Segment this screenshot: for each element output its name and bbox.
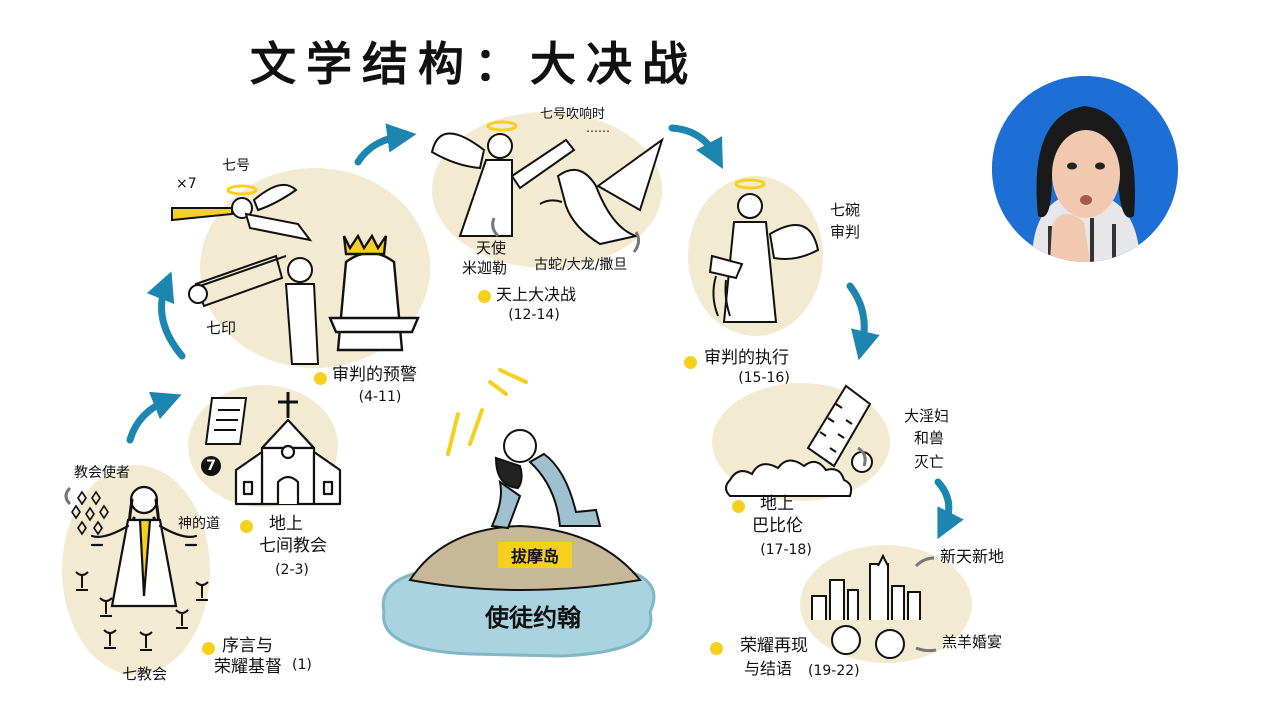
heaven-tag-angel-2: 米迦勒 [462, 259, 508, 277]
babylon-tag-2: 和兽 [914, 429, 945, 447]
arrow-heaven-to-bowls [668, 124, 723, 169]
heaven-tag-dragon: 古蛇/大龙/撒旦 [534, 257, 628, 273]
trumpet-angel [171, 183, 313, 242]
seals-tag-trumpets: 七号 [222, 158, 250, 174]
intro-tag-churches: 七教会 [122, 665, 168, 683]
new-label-2: 与结语 [744, 659, 793, 678]
presenter-face-icon [992, 76, 1178, 262]
arrow-bowls-to-babylon [846, 282, 880, 361]
bowls-tag-2: 审判 [830, 223, 861, 241]
churches-badge-text: 7 [206, 458, 216, 474]
new-tag-new: 新天新地 [940, 547, 1005, 566]
feast-bracket [915, 646, 937, 653]
churches-dot [240, 520, 253, 533]
heaven-tag-angel-1: 天使 [476, 239, 507, 257]
new-dot [710, 642, 723, 655]
heaven-tag-trumpet-sound: 七号吹响时 [540, 107, 606, 122]
bowls-dot [684, 356, 697, 369]
churches-range: (2-3) [275, 562, 309, 578]
arrow-seals-to-heaven [354, 123, 417, 166]
intro-dot [202, 642, 215, 655]
new-range: (19-22) [808, 663, 860, 679]
bowls-range: (15-16) [738, 370, 790, 386]
jesus-figure [284, 257, 320, 365]
babylon-label-2: 巴比伦 [752, 516, 803, 536]
seals-tag-times: ×7 [176, 176, 197, 192]
dragon-bracket [632, 231, 641, 253]
angel-bracket [491, 217, 500, 238]
person-label: 使徒约翰 [485, 604, 581, 632]
page-title: 文学结构：大决战 [250, 37, 698, 91]
rock-label: 拔摩岛 [498, 542, 572, 568]
heaven-label: 天上大决战 [496, 285, 577, 304]
john-figure [490, 429, 602, 530]
seals-label: 审判的预警 [332, 365, 417, 385]
seal-scroll [188, 254, 287, 308]
light-rays [446, 368, 528, 456]
arrow-intro-to-churches [126, 391, 182, 444]
babylon-dot [732, 500, 745, 513]
throne [328, 233, 420, 352]
intro-tag-angel: 教会使者 [74, 465, 130, 481]
babylon-tag-1: 大淫妇 [904, 407, 950, 425]
heaven-dot [478, 290, 491, 303]
christ-figure [90, 485, 198, 608]
seals-dot [314, 372, 327, 385]
michael-angel [430, 120, 576, 237]
church-building [234, 392, 342, 506]
babylon-range: (17-18) [760, 542, 812, 558]
cycle-arrows [126, 123, 964, 540]
city-skyline [811, 553, 921, 620]
bowl-angel [708, 178, 820, 323]
intro-label-2: 荣耀基督 [214, 657, 282, 677]
stars [71, 490, 109, 536]
seals-tag-seals: 七印 [206, 319, 237, 337]
intro-tag-word: 神的道 [178, 516, 220, 532]
new-bracket [914, 556, 935, 568]
new-label-1: 荣耀再现 [740, 636, 808, 656]
bowls-tag-1: 七碗 [830, 201, 861, 219]
babylon-bracket [857, 446, 867, 467]
number-7-badge [201, 456, 221, 476]
candlesticks [75, 571, 209, 651]
smoke-cloud [725, 451, 873, 497]
arrow-babylon-to-new [934, 478, 964, 540]
babylon-tag-3: 灭亡 [914, 453, 945, 471]
churches-label-1: 地上 [269, 514, 303, 534]
bowls-label: 审判的执行 [704, 348, 789, 368]
collapsing-tower [806, 384, 872, 468]
seals-range: (4-11) [358, 389, 402, 405]
babylon-label-1: 地上 [760, 494, 794, 514]
scroll [204, 397, 248, 445]
arrow-churches-to-seals [146, 271, 186, 360]
intro-bracket [64, 486, 72, 506]
wedding-faces [831, 625, 905, 659]
presenter-avatar [992, 76, 1178, 262]
heaven-tag-trumpet-dots: …… [586, 121, 610, 135]
new-tag-feast: 羔羊婚宴 [942, 633, 1003, 651]
churches-label-2: 七间教会 [259, 536, 327, 556]
intro-range: (1) [292, 657, 312, 673]
heaven-range: (12-14) [508, 307, 560, 323]
intro-label-1: 序言与 [222, 636, 273, 656]
dragon [539, 137, 664, 246]
